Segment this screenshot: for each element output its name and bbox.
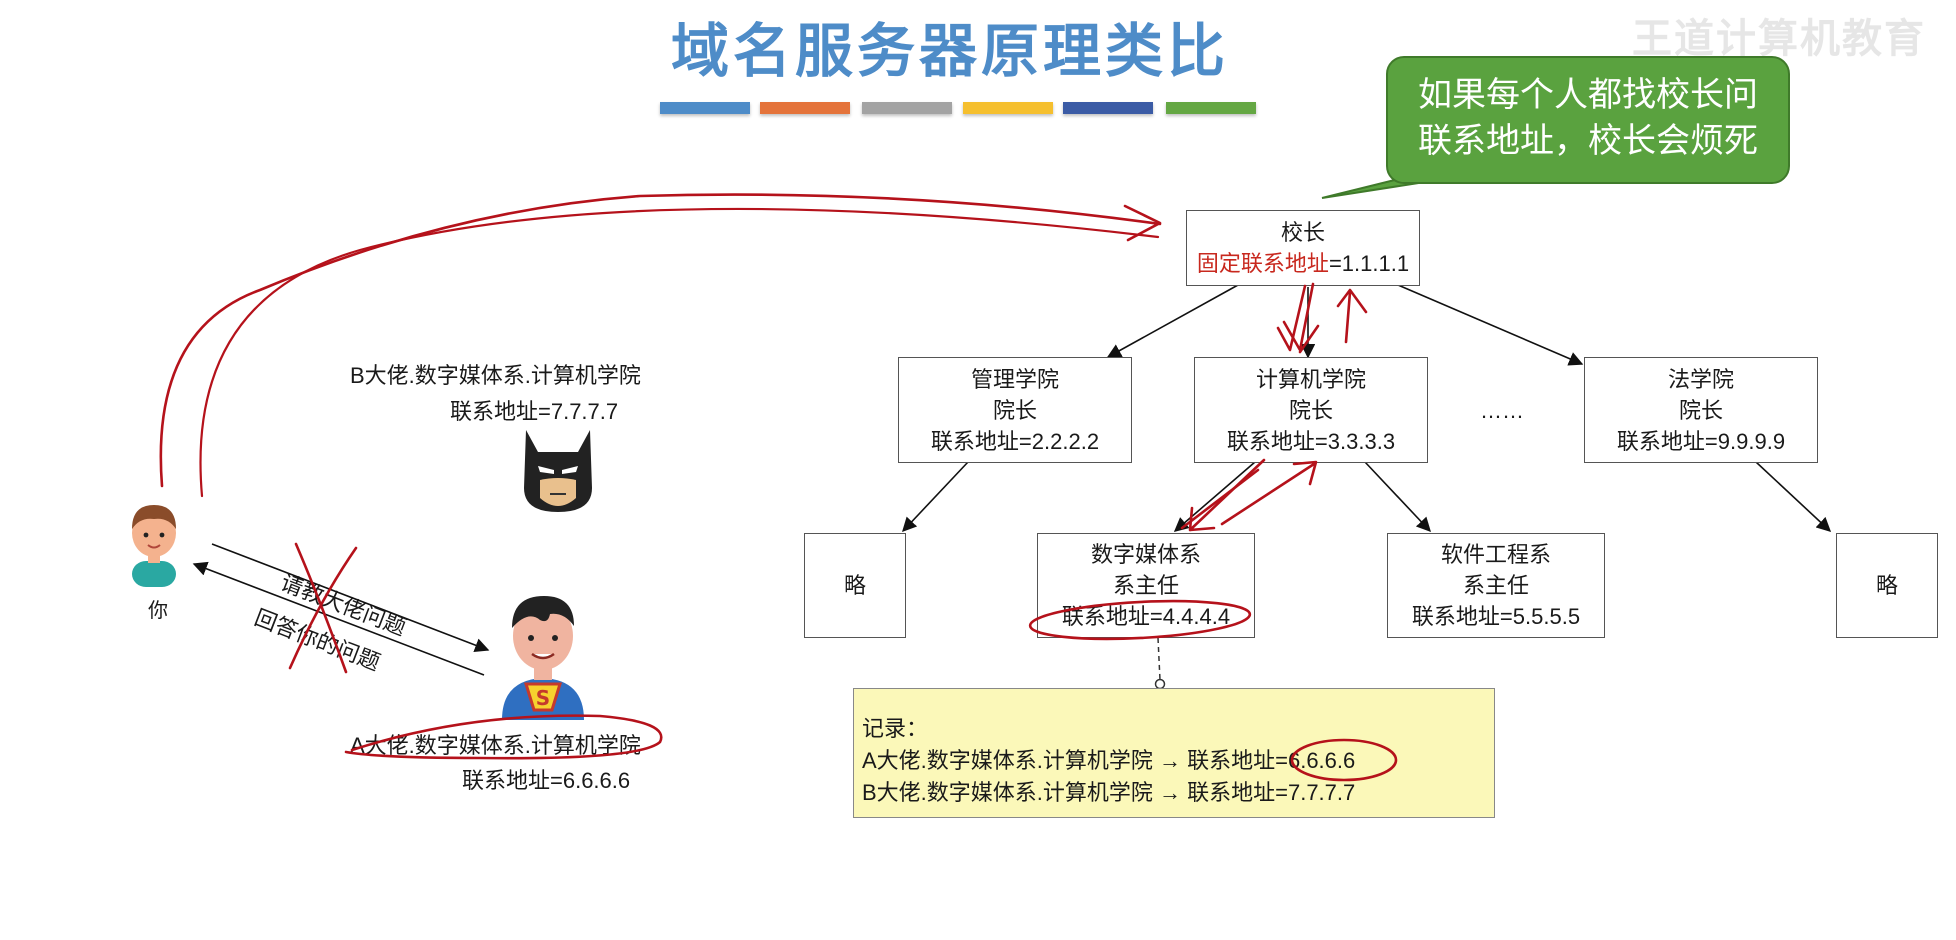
answer-arrow (192, 561, 485, 676)
college-address: 联系地址=3.3.3.3 (1226, 428, 1396, 454)
dept-address: 联系地址=4.4.4.4 (1061, 604, 1231, 629)
svg-text:S: S (536, 686, 550, 710)
edge-cs-software (1364, 461, 1431, 533)
note-link (1157, 637, 1161, 681)
color-bar-4 (963, 102, 1053, 114)
node-principal: 校长 固定联系地址=1.1.1.1 (1186, 210, 1420, 286)
college-name: 管理学院 (970, 366, 1059, 392)
dept-name: 软件工程系 (1440, 542, 1551, 567)
person-b-address: 联系地址=7.7.7.7 (450, 399, 619, 424)
college-role: 院长 (1288, 397, 1333, 423)
fixed-address-label: 固定联系地址 (1196, 251, 1329, 276)
scribble-down-dept-2 (1180, 468, 1260, 530)
arc-to-principal (159, 193, 1162, 488)
edge-management-omit (902, 461, 969, 533)
ask-arrow (211, 543, 490, 653)
college-address: 联系地址=2.2.2.2 (930, 428, 1100, 454)
callout-line-1: 如果每个人都找校长问 (1418, 75, 1758, 115)
scribble-up-dept (1220, 460, 1318, 526)
color-bar-3 (862, 102, 952, 114)
more-colleges-ellipsis: …… (1480, 398, 1524, 423)
color-bar-5 (1063, 102, 1153, 114)
arc-to-principal-outer (199, 207, 1160, 498)
college-role: 院长 (992, 397, 1037, 423)
edge-root-management (1106, 284, 1239, 358)
arc-arrowhead (1123, 204, 1162, 242)
you-avatar-icon (132, 505, 176, 587)
node-college-management: 管理学院 院长 联系地址=2.2.2.2 (898, 357, 1132, 463)
batman-avatar-icon (524, 430, 592, 512)
color-bar-2 (760, 102, 850, 114)
college-name: 法学院 (1667, 366, 1734, 392)
node-omitted-left: 略 (804, 533, 906, 638)
note-line-b: B大佬.数字媒体系.计算机学院 → 联系地址=7.7.7.7 (862, 780, 1356, 805)
note-header: 记录： (862, 716, 929, 741)
color-bar-1 (660, 102, 750, 114)
color-bar-6 (1166, 102, 1256, 114)
node-dept-digital-media: 数字媒体系 系主任 联系地址=4.4.4.4 (1037, 533, 1255, 638)
node-principal-title: 校长 (1280, 220, 1325, 245)
node-college-law: 法学院 院长 联系地址=9.9.9.9 (1584, 357, 1818, 463)
circle-person-a (344, 714, 663, 760)
page-title: 域名服务器原理类比 (670, 17, 1229, 85)
edge-root-law (1397, 284, 1584, 366)
superman-avatar-icon: S (502, 596, 584, 720)
dept-name: 数字媒体系 (1090, 542, 1201, 567)
college-name: 计算机学院 (1255, 366, 1366, 392)
college-address: 联系地址=9.9.9.9 (1616, 428, 1786, 454)
callout-line-2: 联系地址，校长会烦死 (1418, 121, 1758, 161)
edge-law-omit (1755, 461, 1832, 532)
person-a-address: 联系地址=6.6.6.6 (462, 768, 631, 793)
person-b-name: B大佬.数字媒体系.计算机学院 (350, 363, 641, 388)
dept-role: 系主任 (1462, 573, 1529, 598)
fixed-address-value: =1.1.1.1 (1328, 251, 1410, 276)
circle-dept-address (1028, 599, 1252, 641)
node-omitted-right: 略 (1836, 533, 1938, 638)
dept-role: 系主任 (1112, 573, 1179, 598)
circle-note-address (1290, 738, 1398, 782)
cross-out-2 (288, 546, 358, 670)
omitted-label: 略 (1875, 573, 1898, 598)
college-role: 院长 (1678, 397, 1723, 423)
node-dept-software: 软件工程系 系主任 联系地址=5.5.5.5 (1387, 533, 1605, 638)
cross-out-1 (294, 542, 348, 674)
scribble-down-2 (1276, 284, 1320, 354)
edge-cs-digital (1173, 461, 1256, 532)
omitted-label: 略 (843, 573, 866, 598)
callout-bubble: 如果每个人都找校长问 联系地址，校长会烦死 (1386, 56, 1790, 184)
node-college-cs: 计算机学院 院长 联系地址=3.3.3.3 (1194, 357, 1428, 463)
watermark: 王道计算机教育 (1632, 16, 1926, 62)
note-line-a: A大佬.数字媒体系.计算机学院 → 联系地址=6.6.6.6 (862, 748, 1356, 773)
node-principal-address: 固定联系地址=1.1.1.1 (1197, 248, 1409, 279)
dept-address: 联系地址=5.5.5.5 (1411, 604, 1581, 629)
you-label: 你 (148, 600, 168, 622)
scribble-up (1336, 288, 1368, 344)
record-note: 记录： A大佬.数字媒体系.计算机学院 → 联系地址=6.6.6.6 B大佬.数… (853, 688, 1495, 818)
